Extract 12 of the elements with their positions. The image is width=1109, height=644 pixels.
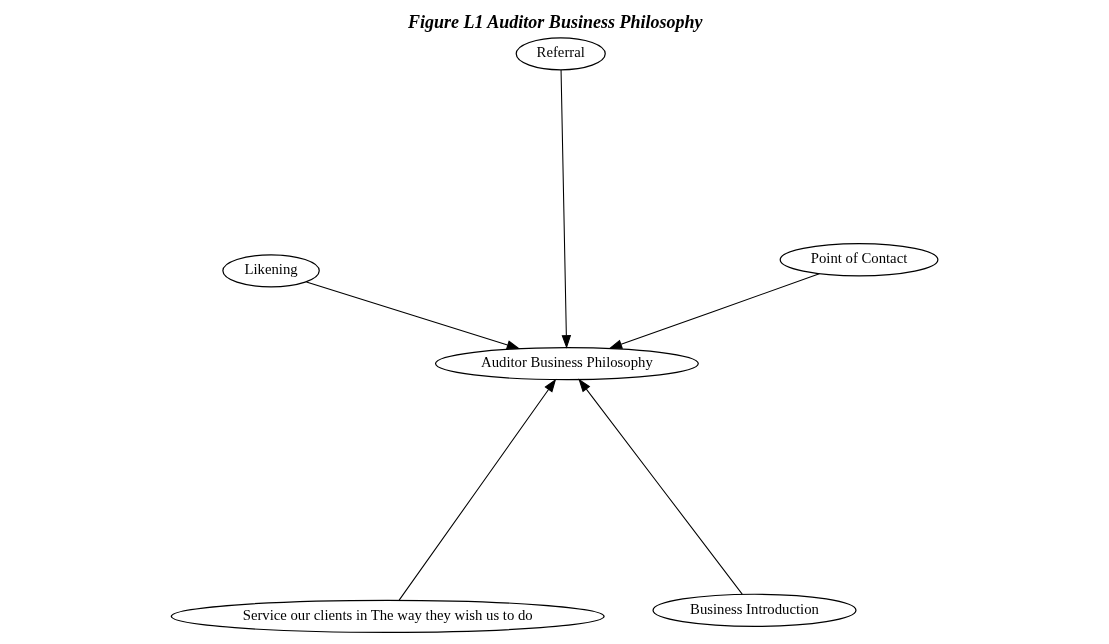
arrow bbox=[398, 378, 557, 601]
node-ellipse: Service our clients in The way they wish us to do bbox=[170, 599, 605, 633]
arrow bbox=[608, 273, 820, 349]
node-ellipse: Auditor Business Philosophy bbox=[434, 346, 699, 381]
arrow bbox=[305, 281, 521, 350]
node-ellipse: Point of Contact bbox=[779, 243, 939, 277]
diagram-title: Figure L1 Auditor Business Philosophy bbox=[408, 12, 703, 33]
node-ellipse: Likening bbox=[222, 254, 320, 288]
arrow bbox=[560, 69, 572, 349]
node-ellipse: Referral bbox=[515, 37, 606, 71]
node-ellipse: Business Introduction bbox=[652, 593, 857, 627]
arrow bbox=[578, 378, 743, 595]
